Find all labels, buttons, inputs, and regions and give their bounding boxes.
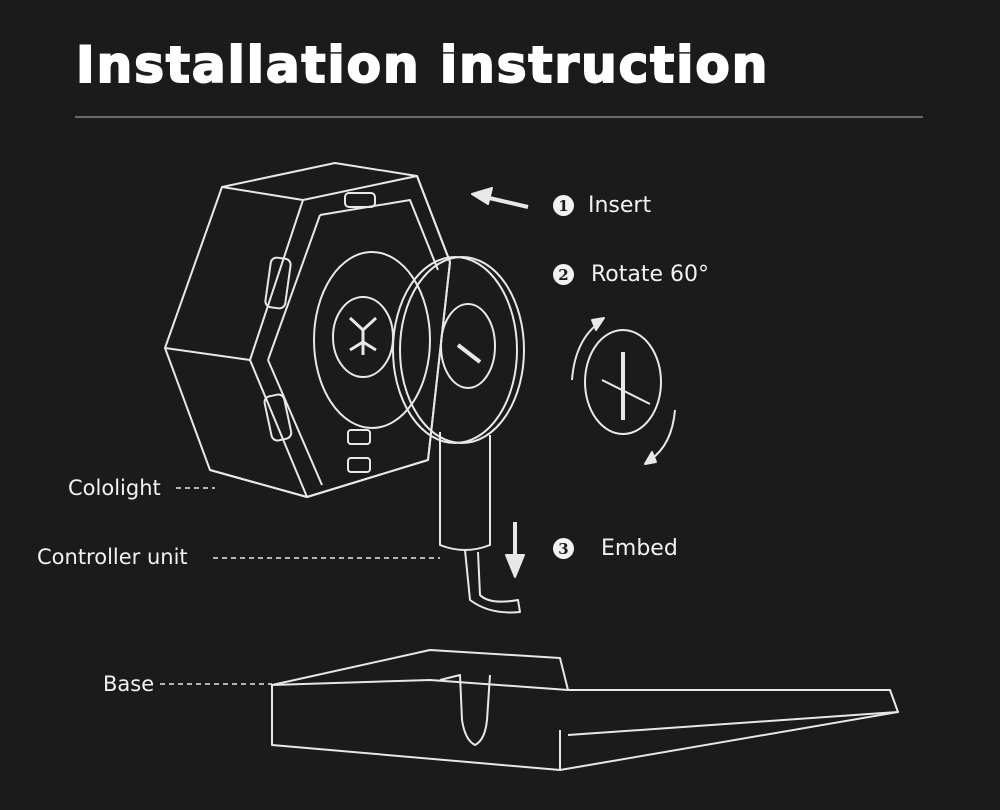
connector-port	[347, 457, 371, 473]
connector-port	[347, 429, 371, 445]
rotate-arrow-icon	[649, 409, 676, 461]
step-label: Rotate 60°	[591, 262, 710, 287]
step-rotate: 2 Rotate 60°	[553, 262, 709, 287]
cololight-hexagon	[164, 162, 451, 498]
page-title: Installation instruction	[75, 35, 770, 95]
step-embed: 3 Embed	[553, 536, 678, 561]
callout-controller-unit: Controller unit	[37, 545, 188, 569]
callout-leaders	[160, 487, 440, 685]
step-label: Embed	[601, 536, 678, 561]
connector-port	[263, 393, 293, 442]
title-divider	[75, 116, 923, 118]
step-number-badge: 2	[553, 264, 574, 285]
base	[271, 649, 899, 771]
embed-arrow-icon	[505, 522, 525, 578]
step-number-badge: 3	[553, 538, 574, 559]
connector-port	[344, 192, 376, 208]
callout-cololight: Cololight	[68, 476, 161, 500]
rotation-diagram	[571, 317, 676, 465]
connector-port	[264, 256, 292, 310]
step-insert: 1 Insert	[553, 193, 651, 218]
step-label: Insert	[588, 193, 652, 218]
insert-arrow-icon	[471, 187, 529, 209]
controller-unit	[392, 256, 525, 614]
step-number-badge: 1	[553, 195, 574, 216]
callout-base: Base	[103, 672, 155, 696]
